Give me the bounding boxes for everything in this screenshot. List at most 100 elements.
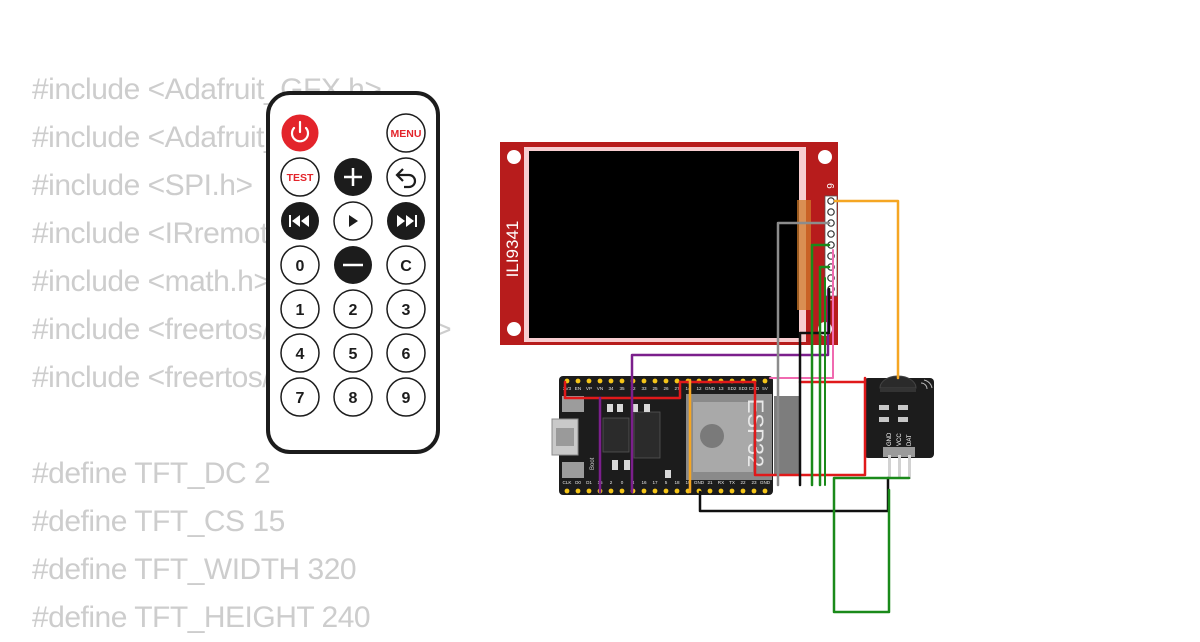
boot-button[interactable] [562, 462, 584, 478]
digit-button-6[interactable]: 6 [386, 333, 426, 373]
header-pin[interactable] [762, 378, 768, 384]
ir-header [883, 447, 915, 457]
header-pin[interactable] [674, 378, 680, 384]
pin-label: 34 [608, 386, 614, 391]
next-button[interactable] [387, 202, 425, 240]
wire-gray [776, 221, 831, 487]
header-pin[interactable] [575, 378, 581, 384]
wires [563, 199, 911, 614]
digit-button-7[interactable]: 7 [280, 377, 320, 417]
tft-display[interactable]: ILI9341 9 1 [500, 142, 838, 345]
header-pin[interactable] [641, 488, 647, 494]
code-line: #define TFT_WIDTH 320 [32, 553, 357, 586]
minus-button[interactable] [334, 246, 372, 284]
boot-label: Boot [590, 457, 596, 470]
pin-label: 22 [740, 480, 746, 485]
code-line: #define TFT_HEIGHT 240 [32, 601, 371, 634]
pin-label: 17 [652, 480, 658, 485]
pin-label: GND [705, 386, 716, 391]
pin-label: RX [718, 480, 724, 485]
code-line: #define TFT_CS 15 [32, 505, 285, 538]
mount-hole [507, 150, 521, 164]
header-pin[interactable] [663, 488, 669, 494]
header-pin[interactable] [564, 488, 570, 494]
digit-button-1[interactable]: 1 [280, 289, 320, 329]
previous-button[interactable] [281, 202, 319, 240]
digit-label: 4 [296, 346, 305, 363]
digit-button-9[interactable]: 9 [386, 377, 426, 417]
header-pin[interactable] [652, 488, 658, 494]
header-pin[interactable] [751, 488, 757, 494]
clear-button[interactable]: C [386, 245, 426, 285]
header-pin[interactable] [729, 488, 735, 494]
digit-label: 1 [296, 302, 305, 319]
pin-label: 27 [674, 386, 680, 391]
ir-pin-label-dat: DAT [907, 434, 913, 446]
digit-label: 8 [349, 390, 358, 407]
digit-button-8[interactable]: 8 [333, 377, 373, 417]
return-arrow-icon [398, 173, 417, 189]
pin-label: SD3 [739, 386, 748, 391]
pin-label: D0 [575, 480, 581, 485]
ir-pin-label-vcc: VCC [897, 433, 903, 446]
smd-components [607, 404, 671, 478]
header-pin[interactable] [740, 488, 746, 494]
rewind-icon [289, 215, 309, 227]
plus-icon [344, 168, 362, 186]
power-button[interactable] [280, 113, 320, 153]
digit-label: 2 [349, 302, 358, 319]
digit-button-5[interactable]: 5 [333, 333, 373, 373]
header-pin[interactable] [597, 378, 603, 384]
plus-button[interactable] [334, 158, 372, 196]
header-pin[interactable] [652, 378, 658, 384]
digit-button-4[interactable]: 4 [280, 333, 320, 373]
ir-signal-icon [920, 379, 933, 390]
header-pin[interactable] [674, 488, 680, 494]
header-pin[interactable] [575, 488, 581, 494]
ir-smd-parts [879, 405, 908, 422]
header-pin[interactable] [608, 488, 614, 494]
menu-label: MENU [391, 128, 422, 140]
clear-label: C [400, 258, 412, 275]
pin-label: 5V [762, 386, 769, 391]
pin-label: 13 [718, 386, 724, 391]
pin-label: SD2 [728, 386, 737, 391]
header-pin[interactable] [586, 488, 592, 494]
pin-label: GND [760, 480, 771, 485]
digit-label: 6 [402, 346, 411, 363]
code-line: #define TFT_DC 2 [32, 457, 271, 490]
pin-label: 18 [674, 480, 680, 485]
back-button[interactable] [386, 157, 426, 197]
digit-button-0[interactable]: 0 [280, 245, 320, 285]
digit-button-3[interactable]: 3 [386, 289, 426, 329]
voltage-regulator [633, 411, 661, 459]
header-pin[interactable] [762, 488, 768, 494]
code-line: #include <SPI.h> [32, 169, 253, 202]
pin-label: 16 [641, 480, 647, 485]
header-pin[interactable] [586, 378, 592, 384]
ir-remote[interactable]: MENU TEST [266, 91, 440, 454]
ir-pin-label-gnd: GND [887, 432, 893, 446]
en-button[interactable] [562, 396, 584, 412]
header-pin[interactable] [707, 488, 713, 494]
play-button[interactable] [333, 201, 373, 241]
pin-label: 33 [641, 386, 647, 391]
digit-button-2[interactable]: 2 [333, 289, 373, 329]
pin-label: 3V3 [563, 386, 572, 391]
header-pin[interactable] [608, 378, 614, 384]
mount-hole [507, 322, 521, 336]
pin-label: 35 [619, 386, 625, 391]
pin-label: CLK [563, 480, 573, 485]
pin-label-last: 9 [826, 183, 837, 189]
header-pin[interactable] [619, 378, 625, 384]
ir-receiver[interactable]: GND VCC DAT [864, 375, 934, 479]
header-pin[interactable] [663, 378, 669, 384]
pin-label: 0 [621, 480, 624, 485]
digit-label: 3 [402, 302, 411, 319]
menu-button[interactable]: MENU [386, 113, 426, 153]
header-pin[interactable] [619, 488, 625, 494]
header-pin[interactable] [641, 378, 647, 384]
test-button[interactable]: TEST [280, 157, 320, 197]
header-pin[interactable] [718, 488, 724, 494]
